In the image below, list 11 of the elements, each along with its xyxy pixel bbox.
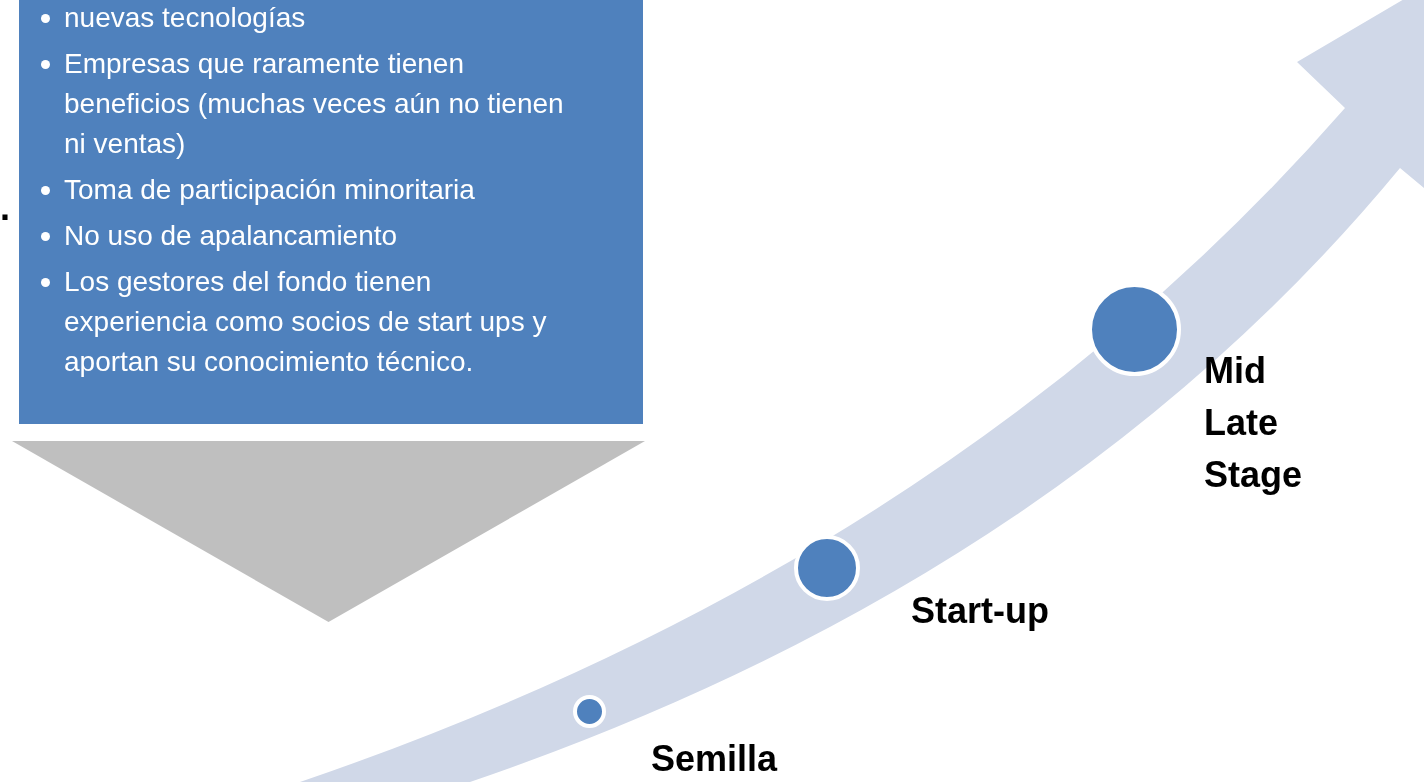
bullet-text: Empresas que raramente tienen beneficios (muchas veces aún no tienen ni ventas) xyxy=(64,48,564,159)
bullet-text: Los gestores del fondo tienen experiencia como socios de start ups y aportan su conocimiento técnico. xyxy=(64,266,547,377)
bullet-text: Toma de participación minoritaria xyxy=(64,174,475,205)
stage-label: Mid Late Stage xyxy=(1204,349,1304,497)
cut-off-text: . xyxy=(0,188,10,228)
bullet-text: nuevas tecnologías xyxy=(64,2,306,33)
stage-label: Start-up xyxy=(911,589,1049,633)
down-chevron xyxy=(12,441,645,622)
bullet-text: No uso de apalancamiento xyxy=(64,220,398,251)
stage-label: Semilla xyxy=(651,737,778,781)
text-box xyxy=(19,0,643,424)
